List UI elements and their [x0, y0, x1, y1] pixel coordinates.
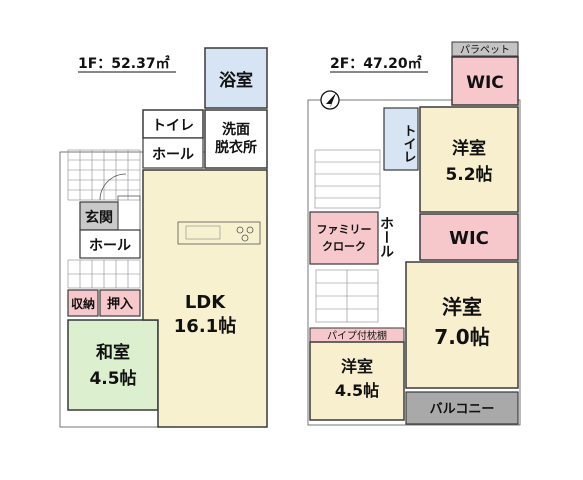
porch-grid — [68, 150, 140, 200]
toilet-2f-label: トイレ — [401, 124, 417, 163]
western-room-a-label-line1: 洋室 — [452, 138, 486, 159]
western-room-c-label-line2: 4.5帖 — [335, 381, 379, 400]
stove-burner-1 — [236, 226, 244, 234]
balcony-label: バルコニー — [430, 402, 495, 417]
washitsu-label-line2: 4.5帖 — [89, 368, 136, 389]
floor-2-plan: パラペット WIC トイレ 洋室 5.2帖 ファミリー クローク ホール WIC — [307, 41, 521, 426]
floor-2-outline — [307, 99, 521, 426]
western-room-a — [419, 106, 519, 213]
hall-upper-1f — [142, 137, 204, 169]
storage-label: 収納 — [71, 296, 95, 311]
entrance — [79, 201, 119, 231]
wic-top-label: WIC — [466, 73, 504, 93]
hall-upper-label: ホール — [152, 147, 194, 163]
washroom-label-line1: 洗面 — [222, 121, 250, 138]
closet-label: 押入 — [107, 296, 133, 312]
toilet-2f — [383, 107, 419, 171]
stairwell-2f-grid — [315, 161, 380, 199]
pipe-shelf-label: パイプ付枕棚 — [327, 329, 387, 342]
floor-1-title: 1F：52.37㎡ — [78, 55, 170, 72]
washitsu — [67, 319, 159, 411]
parapet — [451, 41, 519, 57]
toilet-1f-label: トイレ — [152, 118, 194, 134]
hall-lower-label: ホール — [89, 238, 131, 254]
shoe-cabinet — [117, 195, 141, 233]
ldk-label-line1: LDK — [185, 292, 226, 313]
stairs-2f-steps — [316, 270, 378, 322]
floor-1-plan: 浴室 トイレ 洗面 脱衣所 ホール 玄関 ホール — [59, 47, 268, 428]
stairwell-2f — [314, 149, 381, 209]
washroom-label-line2: 脱衣所 — [215, 139, 257, 156]
stairs-1f-steps — [68, 260, 140, 288]
stove-burner-3 — [241, 234, 249, 242]
kitchen-sink — [185, 225, 221, 240]
wic-top — [451, 56, 519, 106]
storage — [67, 289, 99, 317]
bath-label: 浴室 — [219, 70, 253, 91]
washitsu-label-line1: 和室 — [96, 342, 130, 363]
western-room-b-label-line1: 洋室 — [442, 295, 482, 319]
family-closet-label-line2: クローク — [322, 240, 366, 253]
western-room-b — [405, 261, 519, 389]
hall-lower-1f — [79, 229, 141, 259]
ldk-label-line2: 16.1帖 — [174, 315, 236, 337]
closet — [99, 289, 141, 317]
balcony — [405, 391, 519, 425]
ldk — [142, 169, 268, 428]
entrance-label: 玄関 — [85, 209, 113, 226]
western-room-b-label-line2: 7.0帖 — [434, 325, 489, 349]
parapet-label: パラペット — [460, 44, 510, 56]
floor-2-title: 2F：47.20㎡ — [330, 55, 422, 72]
family-closet-label-line1: ファミリー — [317, 223, 372, 236]
washroom — [204, 109, 268, 169]
stove-burner-2 — [246, 226, 254, 234]
kitchen-counter — [177, 221, 261, 245]
wic-mid-label: WIC — [449, 228, 489, 249]
bath-room — [204, 47, 268, 109]
hall-2f-label: ホール — [378, 216, 394, 258]
north-compass-icon — [320, 90, 340, 110]
western-room-a-label-line2: 5.2帖 — [445, 164, 492, 185]
family-closet — [309, 211, 379, 265]
western-room-c-label-line1: 洋室 — [341, 357, 373, 376]
entrance-door-swing — [99, 173, 127, 201]
wic-mid — [419, 213, 519, 261]
western-room-c — [309, 341, 405, 421]
